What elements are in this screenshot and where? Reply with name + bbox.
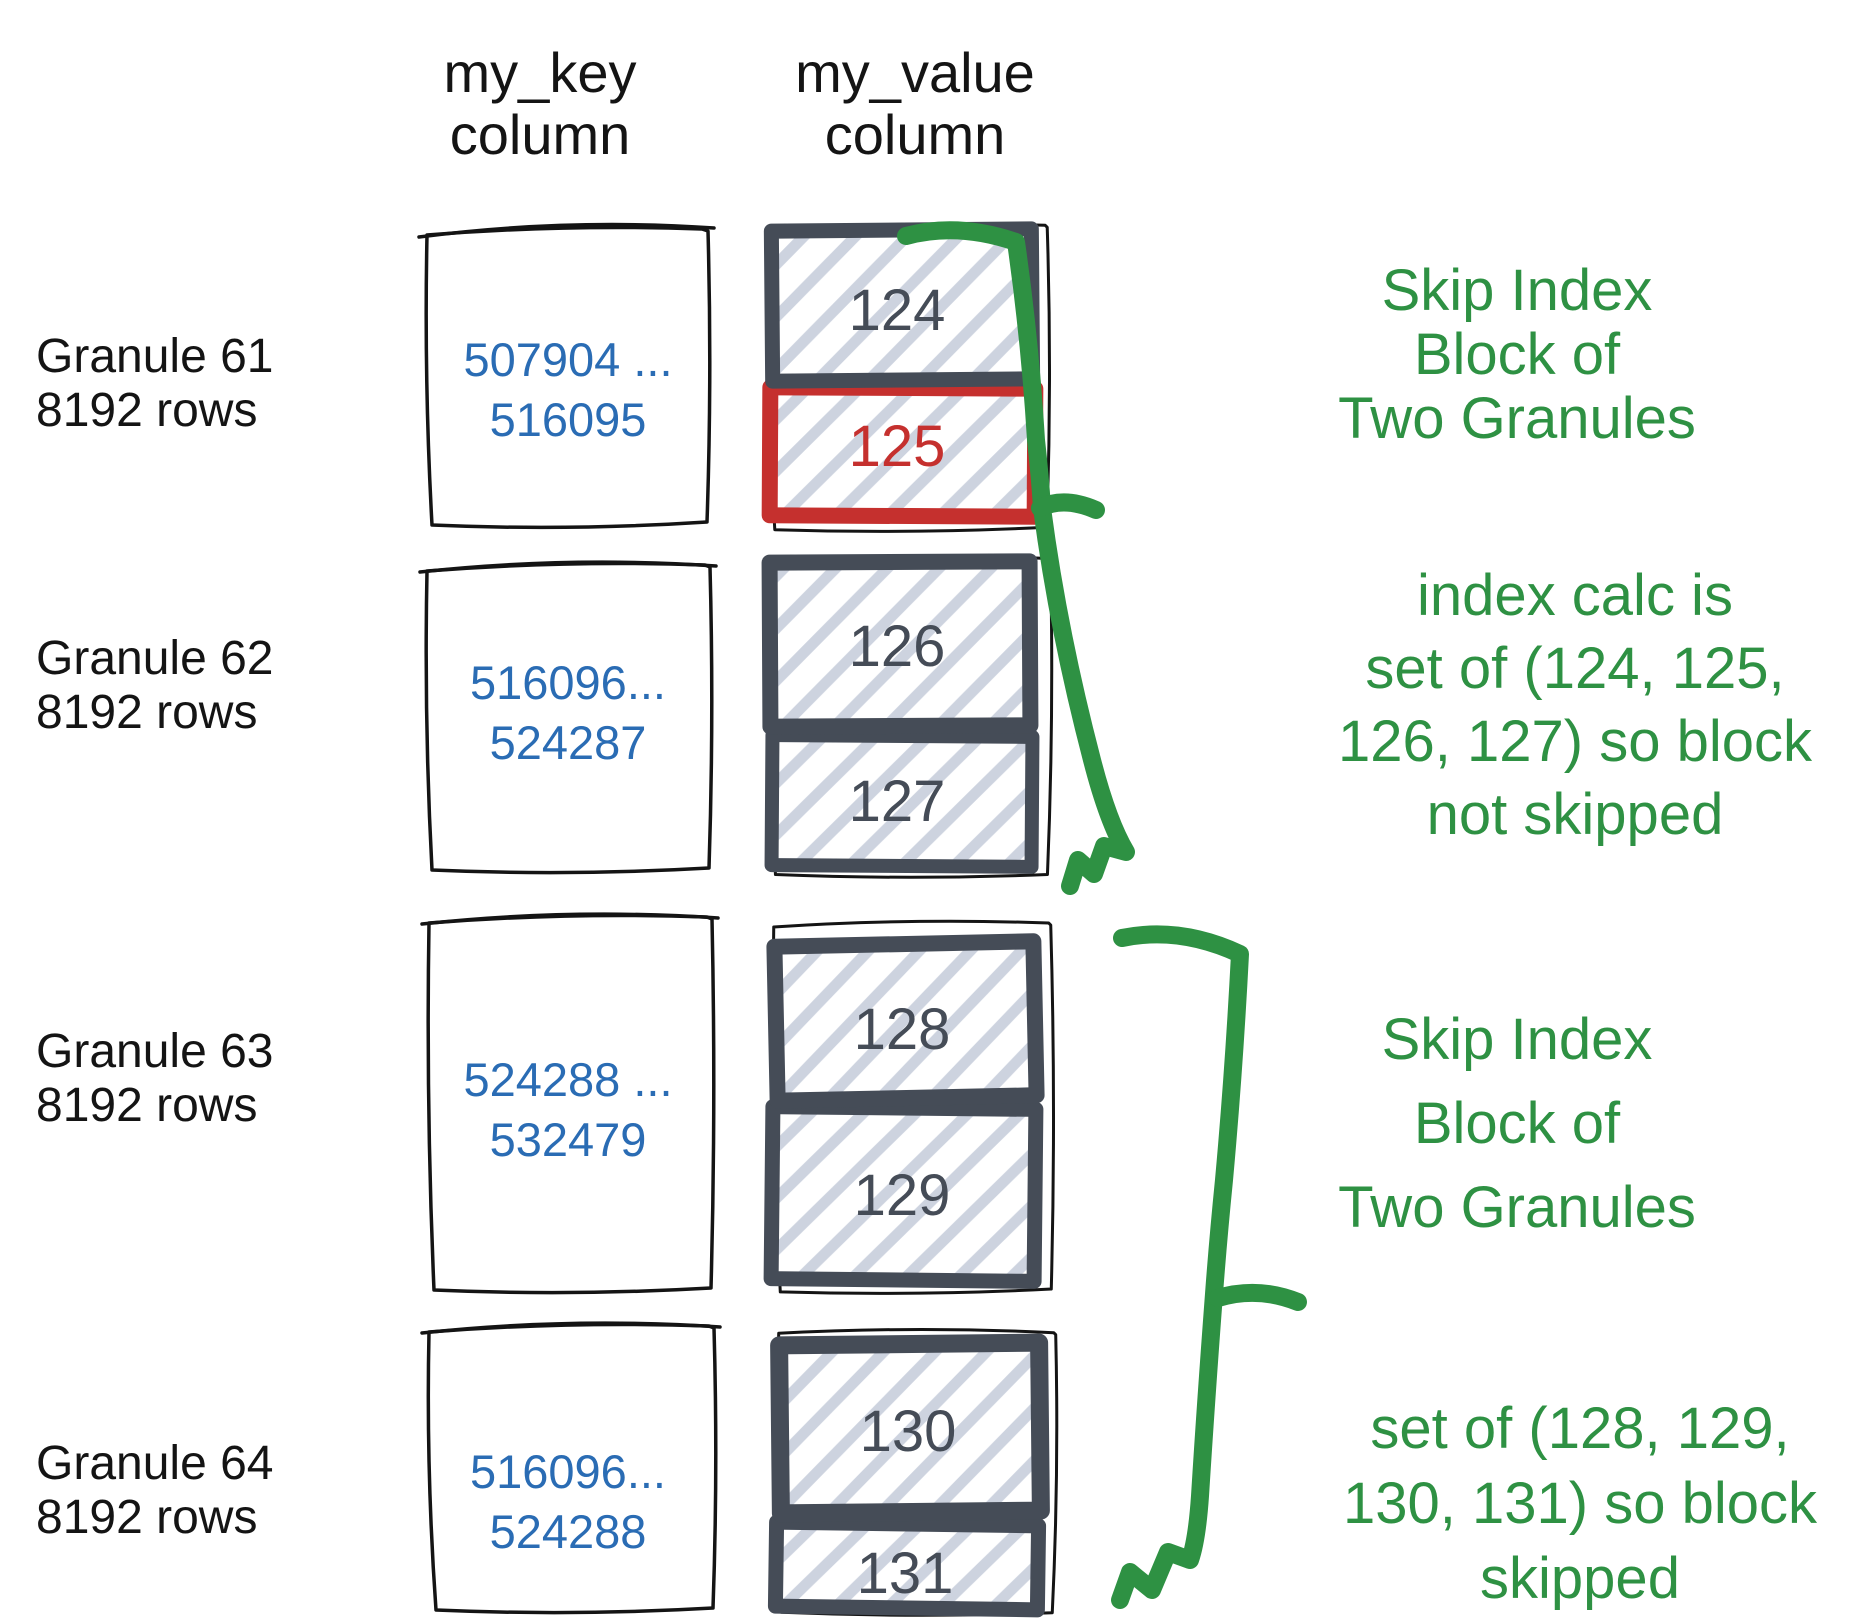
granule-62-rows: 8192 rows: [36, 686, 258, 739]
brace-block-two: [1111, 925, 1249, 1609]
granule-61-key-range: 507904 ... 516095: [428, 330, 708, 450]
granule-64-key-min: 516096...: [469, 1445, 666, 1498]
value-column-header-line2: column: [824, 103, 1006, 166]
annotation-line: Block of: [1413, 1091, 1621, 1156]
brace-block-one-tick: [1031, 493, 1105, 519]
key-box-granule-61: [424, 225, 712, 530]
value-chunk-126: [761, 553, 1039, 735]
granule-64-key-max: 524288: [489, 1505, 647, 1558]
granule-63-key-min: 524288 ...: [463, 1053, 673, 1106]
key-column-header-line2: column: [449, 103, 631, 166]
granule-64-key-range: 516096... 524288: [428, 1442, 708, 1562]
annotation-line: Two Granules: [1338, 1175, 1696, 1240]
chunk-value-131: 131: [856, 1541, 954, 1606]
value-chunk-130: [770, 1333, 1050, 1523]
granule-63-label: Granule 63 8192 rows: [36, 1025, 336, 1133]
annotation-line: skipped: [1480, 1546, 1680, 1611]
annotation-line: Two Granules: [1338, 386, 1696, 451]
granule-64-label: Granule 64 8192 rows: [36, 1437, 336, 1545]
key-column-header: my_key column: [390, 42, 690, 166]
value-column-header: my_value column: [765, 42, 1065, 166]
chunk-value-130: 130: [859, 1399, 957, 1464]
annotation-line: set of (128, 129,: [1370, 1396, 1790, 1461]
key-column-header-line1: my_key: [443, 41, 637, 104]
value-chunk-127: [764, 728, 1040, 874]
annotation-line: Skip Index: [1381, 258, 1653, 323]
chunk-value-127: 127: [848, 769, 946, 834]
annotation-line: set of (124, 125,: [1365, 636, 1785, 701]
brace-block-two-tick: [1209, 1283, 1307, 1311]
annotation-line: Block of: [1413, 322, 1621, 387]
granule-61-key-min: 507904 ...: [463, 333, 673, 386]
annotation-line: Skip Index: [1381, 1007, 1653, 1072]
granule-64-name: Granule 64: [36, 1437, 274, 1490]
annotation-line: 126, 127) so block: [1338, 709, 1812, 774]
granule-62-name: Granule 62: [36, 632, 274, 685]
granule-63-key-range: 524288 ... 532479: [428, 1050, 708, 1170]
value-column-header-line1: my_value: [795, 41, 1035, 104]
granule-61-name: Granule 61: [36, 330, 274, 383]
granule-61-key-max: 516095: [489, 393, 647, 446]
chunk-value-124: 124: [848, 278, 946, 343]
key-box-granule-62-accent: [418, 560, 718, 574]
annotation-set-skipped: set of (128, 129, 130, 131) so block ski…: [1270, 1391, 1859, 1616]
value-chunk-128: [766, 933, 1045, 1109]
annotation-index-calc-not-skipped: index calc is set of (124, 125, 126, 127…: [1265, 559, 1859, 851]
chunk-value-126: 126: [848, 614, 946, 679]
annotation-line: 130, 131) so block: [1343, 1471, 1817, 1536]
granule-61-label: Granule 61 8192 rows: [36, 330, 336, 438]
value-chunk-129: [763, 1099, 1044, 1289]
granule-61-rows: 8192 rows: [36, 384, 258, 437]
granule-63-rows: 8192 rows: [36, 1079, 258, 1132]
granule-64-rows: 8192 rows: [36, 1491, 258, 1544]
annotation-skip-index-block-two: Skip Index Block of Two Granules: [1237, 998, 1797, 1250]
brace-block-one: [897, 221, 1135, 895]
granule-62-key-max: 524287: [489, 716, 647, 769]
granule-62-label: Granule 62 8192 rows: [36, 632, 336, 740]
chunk-value-125-highlighted: 125: [848, 414, 946, 479]
granule-63-key-max: 532479: [489, 1113, 647, 1166]
granule-62-key-min: 516096...: [469, 656, 666, 709]
chunk-value-128: 128: [853, 997, 951, 1062]
value-chunk-131: [767, 1514, 1047, 1618]
chunk-value-129: 129: [853, 1163, 951, 1228]
granule-63-name: Granule 63: [36, 1025, 274, 1078]
annotation-line: index calc is: [1417, 563, 1733, 628]
key-box-granule-64-accent: [420, 1321, 722, 1335]
annotation-skip-index-block-one: Skip Index Block of Two Granules: [1237, 259, 1797, 451]
annotation-line: not skipped: [1426, 782, 1724, 847]
key-box-granule-61-accent: [417, 222, 716, 239]
key-box-granule-63-accent: [420, 912, 720, 926]
granule-62-key-range: 516096... 524287: [428, 653, 708, 773]
